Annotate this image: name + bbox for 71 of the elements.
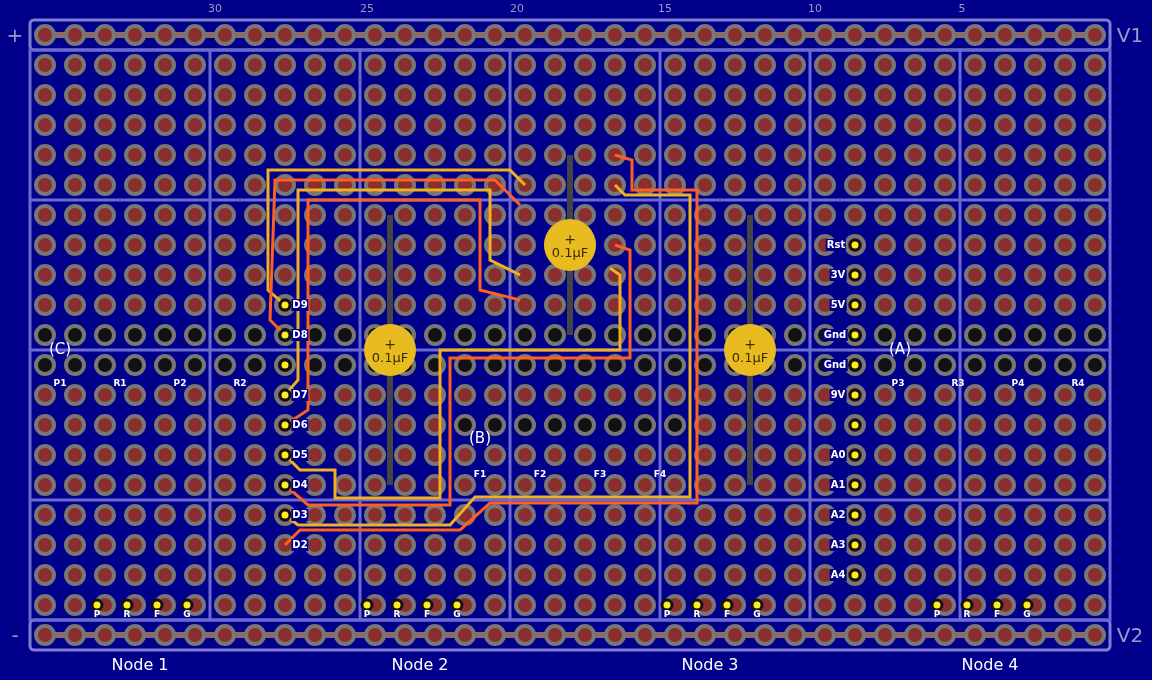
part-label: F [723, 609, 731, 619]
column-number: 5 [958, 2, 966, 14]
pin-label: 9V [829, 389, 847, 401]
part-label: P [363, 609, 371, 619]
pin-label: Rst [825, 239, 847, 251]
pin-label: D8 [291, 329, 309, 341]
node-name: Node 4 [961, 657, 1019, 673]
pin-label: A0 [829, 449, 847, 461]
pin-label: D2 [291, 539, 309, 551]
part-label: F [993, 609, 1001, 619]
part-label: P [663, 609, 671, 619]
pin-label: A3 [829, 539, 847, 551]
part-label: F2 [533, 469, 547, 479]
polarity-mark: + [384, 336, 396, 351]
section-label: (B) [469, 430, 491, 446]
polarity-mark: + [564, 231, 576, 246]
pin-label: 3V [829, 269, 847, 281]
column-number: 15 [658, 2, 672, 14]
rail-label: + [6, 25, 24, 45]
rail-label: V1 [1116, 25, 1144, 45]
part-label: G [753, 609, 761, 619]
capacitor [544, 219, 596, 271]
part-label: R3 [951, 378, 965, 388]
part-label: F [423, 609, 431, 619]
rail-label: - [11, 625, 19, 645]
part-label: P4 [1011, 378, 1025, 388]
node-name: Node 2 [391, 657, 449, 673]
capacitor-value: 0.1µF [731, 350, 769, 364]
pin-label: D4 [291, 479, 309, 491]
part-label: P1 [53, 378, 67, 388]
pin-label: D7 [291, 389, 309, 401]
part-label: R [393, 609, 401, 619]
column-number: 20 [510, 2, 524, 14]
pin-label: D9 [291, 299, 309, 311]
part-label: R4 [1071, 378, 1085, 388]
part-label: R [693, 609, 701, 619]
pin-label: D3 [291, 509, 309, 521]
part-label: R2 [233, 378, 247, 388]
part-label: G [453, 609, 461, 619]
part-label: F4 [653, 469, 667, 479]
pin-label: A2 [829, 509, 847, 521]
pin-label: Gnd [822, 329, 848, 341]
part-label: G [183, 609, 191, 619]
pin-label: D5 [291, 449, 309, 461]
part-label: P [933, 609, 941, 619]
column-number: 30 [208, 2, 222, 14]
column-number: 10 [808, 2, 822, 14]
column-number: 25 [360, 2, 374, 14]
pin-label: Gnd [822, 359, 848, 371]
part-label: R1 [113, 378, 127, 388]
part-label: P [93, 609, 101, 619]
section-label: (C) [48, 341, 72, 357]
pin-label: A1 [829, 479, 847, 491]
capacitor-value: 0.1µF [371, 350, 409, 364]
part-label: F [153, 609, 161, 619]
part-label: R [963, 609, 971, 619]
part-label: R [123, 609, 131, 619]
part-label: F1 [473, 469, 487, 479]
polarity-mark: + [744, 336, 756, 351]
pin-label: D6 [291, 419, 309, 431]
part-label: G [1023, 609, 1031, 619]
section-label: (A) [889, 341, 911, 357]
part-label: P2 [173, 378, 187, 388]
rail-label: V2 [1116, 625, 1144, 645]
node-name: Node 1 [111, 657, 169, 673]
part-label: F3 [593, 469, 607, 479]
node-name: Node 3 [681, 657, 739, 673]
capacitor-value: 0.1µF [551, 245, 589, 259]
pin-label: 5V [829, 299, 847, 311]
pin-label: A4 [829, 569, 847, 581]
part-label: P3 [891, 378, 905, 388]
